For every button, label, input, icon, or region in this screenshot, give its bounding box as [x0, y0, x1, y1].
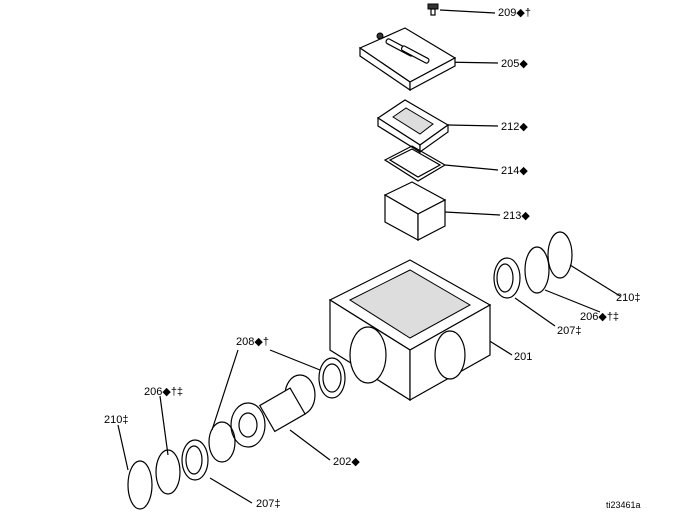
label-206-left: 206◆†‡ — [144, 386, 184, 398]
label-214: 214◆ — [501, 165, 528, 177]
part-201-housing — [328, 259, 492, 402]
part-214-seal — [383, 145, 447, 182]
label-210-right: 210‡ — [616, 292, 641, 304]
figure-id: ti23461a — [606, 500, 641, 510]
part-206-left-ring — [155, 449, 181, 495]
label-212: 212◆ — [501, 121, 528, 133]
label-205: 205◆ — [501, 58, 528, 70]
part-202-piston — [230, 374, 316, 448]
part-212-frame — [376, 99, 450, 154]
part-208-ring — [318, 357, 346, 399]
label-206-right: 206◆†‡ — [580, 311, 620, 323]
leader-lines — [117, 9, 621, 504]
part-207-left-check — [181, 439, 209, 481]
label-213: 213◆ — [503, 210, 530, 222]
part-207-right-check — [493, 257, 521, 299]
label-202: 202◆ — [333, 456, 360, 468]
part-206-right-ring — [524, 246, 550, 294]
label-201: 201 — [514, 351, 533, 363]
part-208-left-ring — [208, 421, 236, 463]
label-209: 209◆† — [498, 7, 531, 19]
label-208: 208◆† — [236, 336, 269, 348]
part-209-screw — [427, 3, 439, 16]
part-210-right-ring — [547, 231, 573, 279]
label-207-left: 207‡ — [256, 498, 281, 510]
part-213-block — [383, 181, 447, 242]
part-205-cover — [358, 27, 457, 92]
label-207-right: 207‡ — [557, 325, 582, 337]
part-210-left-ring — [127, 460, 153, 510]
label-210-left: 210‡ — [104, 414, 129, 426]
